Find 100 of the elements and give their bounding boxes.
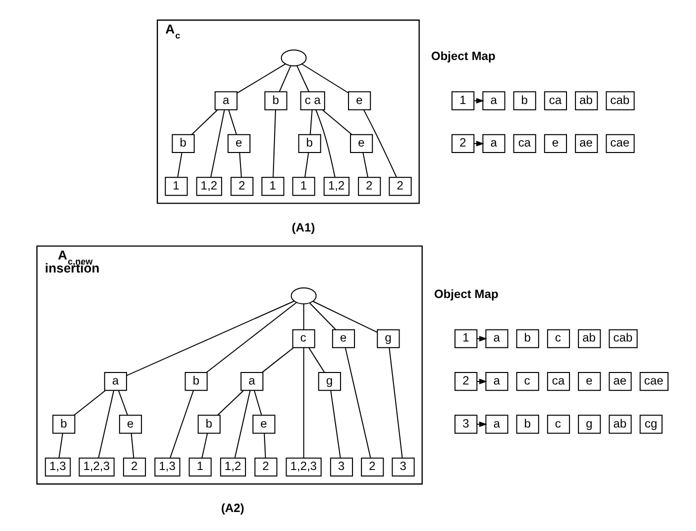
node-box: 2 (357, 176, 380, 196)
node-box: 1 (164, 176, 188, 196)
node-box: cab (608, 329, 638, 348)
connector (200, 433, 208, 459)
node-box: g (577, 414, 600, 434)
node-circle (290, 287, 316, 304)
node-box: ca (512, 134, 536, 154)
node-box: 2 (122, 458, 146, 477)
node-box: b (512, 91, 536, 110)
node-box: a (484, 372, 508, 391)
connector (190, 110, 218, 136)
node-box: e (348, 91, 370, 110)
node-box: ab (608, 414, 632, 434)
node-box: ae (574, 134, 598, 154)
connector (302, 303, 304, 330)
connector (362, 152, 368, 178)
node-box: 3 (454, 414, 477, 434)
node-box: b (197, 414, 220, 434)
node-box: e (544, 134, 566, 154)
connector (304, 152, 308, 178)
node-box: 1,2 (220, 458, 246, 477)
node-box: c (292, 329, 315, 348)
node-box: c (546, 414, 570, 434)
node-box: c (516, 372, 539, 391)
node-box: c (546, 329, 570, 348)
node-box: cab (605, 91, 634, 110)
node-box: b (516, 329, 539, 348)
connector (261, 347, 294, 373)
connector (253, 390, 262, 416)
label: (A1) (291, 220, 314, 234)
node-box: e (227, 134, 250, 154)
node-box: cg (639, 414, 662, 434)
connector (130, 433, 134, 459)
node-box: 1,3 (44, 458, 70, 477)
node-box: 1,2 (196, 176, 222, 196)
node-box: g (376, 329, 400, 348)
node-box: 1 (292, 176, 315, 196)
node-box: e (252, 414, 275, 434)
connector (263, 433, 266, 459)
node-box: a (482, 91, 505, 110)
node-box: ca (544, 91, 566, 110)
connector (210, 109, 224, 178)
connector (228, 110, 236, 136)
node-box: 3 (391, 458, 414, 477)
connector (296, 65, 309, 92)
connector (176, 152, 182, 178)
connector (322, 110, 352, 136)
node-box: cae (605, 134, 634, 154)
node-box: a (240, 372, 263, 391)
node-box: e (118, 414, 142, 434)
node-box: 2 (388, 176, 412, 196)
connector (308, 302, 336, 330)
node-box: c a (300, 91, 325, 110)
label: Object Map (434, 286, 498, 301)
connector (278, 66, 291, 92)
node-box: a (484, 414, 508, 434)
connector (301, 64, 348, 94)
connector (58, 433, 63, 459)
connector (362, 109, 396, 178)
node-box: 2 (360, 458, 384, 477)
node-box: 1 (260, 176, 284, 196)
connector (118, 390, 128, 416)
connector (234, 390, 250, 458)
connector (312, 300, 378, 333)
node-box: ab (577, 329, 600, 348)
node-box: b (184, 372, 208, 391)
node-box: b (52, 414, 75, 434)
connector (272, 109, 276, 178)
node-box: cae (639, 372, 668, 391)
node-box: 1,2,3 (78, 458, 114, 477)
node-box: a (482, 134, 505, 154)
node-box: e (577, 372, 600, 391)
connector (216, 390, 244, 416)
connector (169, 390, 194, 458)
node-box: g (318, 372, 341, 391)
node-circle (280, 50, 306, 66)
connector (314, 109, 335, 178)
node-box: 2 (451, 134, 474, 154)
node-box: ca (546, 372, 570, 391)
node-box: 3 (330, 458, 352, 477)
node-box: 1 (454, 329, 477, 348)
node-box: e (332, 329, 354, 348)
connector (308, 347, 325, 373)
node-box: 1,3 (154, 458, 180, 477)
node-box: 1 (188, 458, 212, 477)
connector (388, 347, 402, 458)
label: Object Map (430, 49, 495, 64)
node-box: a (214, 91, 238, 110)
node-box: a (104, 372, 127, 391)
node-box: ab (574, 91, 598, 110)
node-box: 2 (254, 458, 277, 477)
connector (302, 347, 304, 458)
node-box: 1,2 (323, 176, 349, 196)
node-box: 1,2,3 (285, 458, 322, 477)
connector (98, 390, 114, 458)
connector (309, 110, 312, 136)
connector (236, 63, 286, 94)
node-box: ae (608, 372, 632, 391)
node-box: e (350, 134, 372, 154)
node-box: 1 (451, 91, 474, 110)
